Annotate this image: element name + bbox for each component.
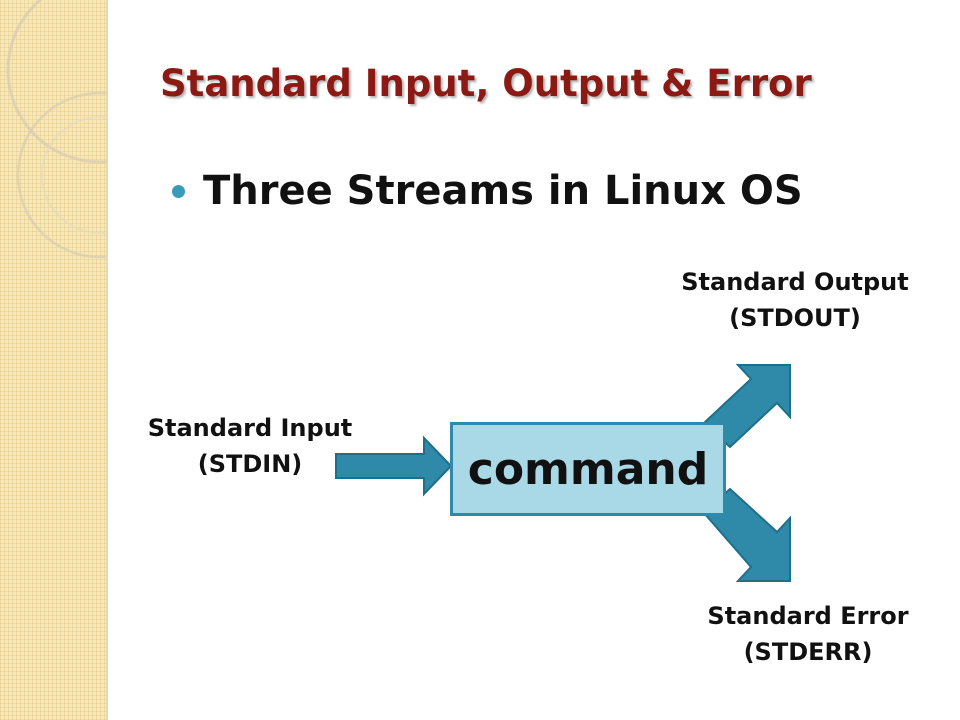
stdin-label-abbr: (STDIN) [197, 450, 303, 478]
stdin-label: Standard Input (STDIN) [112, 410, 388, 482]
stderr-label: Standard Error (STDERR) [670, 598, 946, 670]
bullet-text: Three Streams in Linux OS [203, 168, 803, 214]
stdout-label: Standard Output (STDOUT) [642, 264, 948, 336]
stdout-label-name: Standard Output [681, 268, 909, 296]
stdin-arrow [335, 435, 453, 497]
stdout-label-abbr: (STDOUT) [729, 304, 861, 332]
decorative-side-strip [0, 0, 108, 720]
stderr-label-name: Standard Error [707, 602, 909, 630]
slide-title: Standard Input, Output & Error [160, 62, 812, 105]
bullet-dot-icon [172, 184, 185, 198]
command-label: command [467, 443, 709, 495]
bullet-item: Three Streams in Linux OS [172, 168, 803, 214]
stderr-label-abbr: (STDERR) [743, 638, 873, 666]
command-box: command [450, 422, 726, 516]
decorative-circles-graphic [6, 0, 106, 259]
stdin-label-name: Standard Input [147, 414, 353, 442]
